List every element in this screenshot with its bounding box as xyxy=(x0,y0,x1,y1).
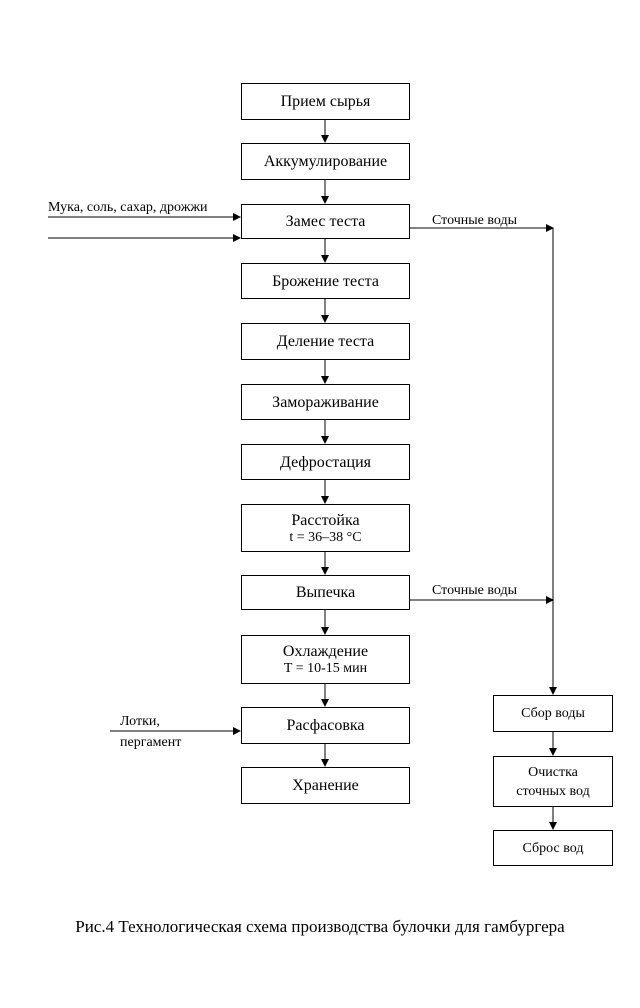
step-label: Аккумулирование xyxy=(263,153,388,170)
ingredients-label: Мука, соль, сахар, дрожжи xyxy=(48,200,208,215)
step-dough-division: Деление теста xyxy=(241,323,410,360)
wastewater-label-1: Сточные воды xyxy=(432,213,518,228)
step-accumulation: Аккумулирование xyxy=(241,143,410,180)
step-label: Выпечка xyxy=(295,584,356,601)
step-label: Очистка сточных вод xyxy=(516,764,590,799)
step-label: Дефростация xyxy=(279,453,372,471)
step-baking: Выпечка xyxy=(241,575,410,610)
step-label: Охлаждение xyxy=(282,643,369,660)
step-raw-material-reception: Прием сырья xyxy=(241,83,410,120)
step-water-collection: Сбор воды xyxy=(493,695,613,732)
step-sublabel: T = 10-15 мин xyxy=(283,661,368,676)
step-defrosting: Дефростация xyxy=(241,444,410,480)
step-label: Сброс вод xyxy=(522,840,584,856)
step-dough-fermentation: Брожение теста xyxy=(241,263,410,299)
step-label: Хранение xyxy=(292,777,359,794)
step-dough-kneading: Замес теста xyxy=(241,204,410,239)
figure-caption: Рис.4 Технологическая схема производства… xyxy=(75,917,565,936)
step-sublabel: t = 36–38 °C xyxy=(289,529,362,545)
step-label: Расфасовка xyxy=(286,717,365,734)
step-water-discharge: Сброс вод xyxy=(493,830,613,866)
step-packaging: Расфасовка xyxy=(241,707,410,744)
step-label: Прием сырья xyxy=(280,93,371,110)
trays-label-line2: пергамент xyxy=(120,735,182,750)
wastewater-label-2: Сточные воды xyxy=(432,583,518,598)
trays-label-line1: Лотки, xyxy=(120,714,160,729)
step-label: Расстойка xyxy=(291,511,360,529)
step-storage: Хранение xyxy=(241,767,410,804)
step-label: Деление теста xyxy=(276,333,375,350)
step-label: Замораживание xyxy=(272,393,379,411)
step-label: Замес теста xyxy=(285,213,366,230)
step-label: Сбор воды xyxy=(521,706,585,721)
step-freezing: Замораживание xyxy=(241,384,410,420)
step-cooling: Охлаждение T = 10-15 мин xyxy=(241,635,410,684)
step-proofing: Расстойка t = 36–38 °C xyxy=(241,504,410,552)
step-wastewater-treatment: Очистка сточных вод xyxy=(493,756,613,807)
step-label: Брожение теста xyxy=(272,272,379,290)
